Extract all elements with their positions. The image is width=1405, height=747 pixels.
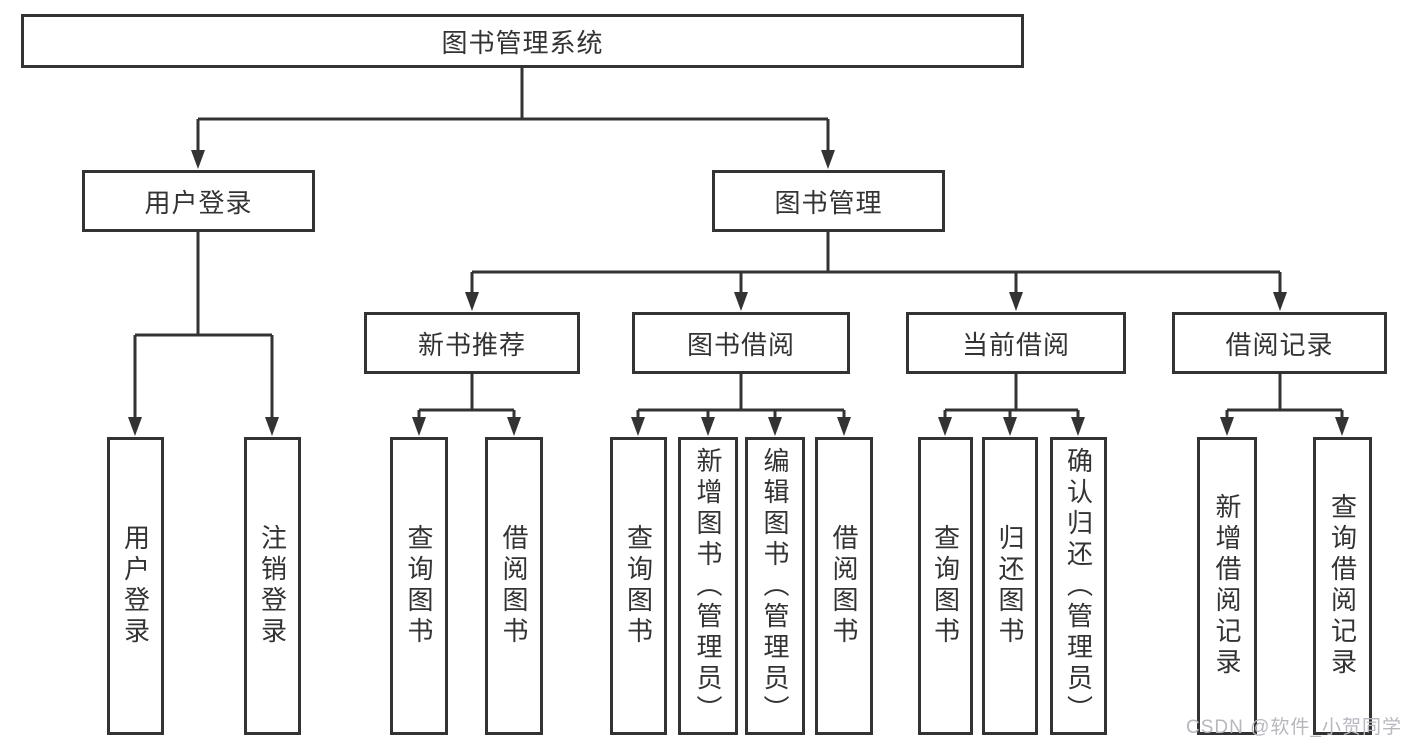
arrowhead-down-icon [631, 417, 645, 436]
leaf-recommend-borrow-books: 借阅图书 [485, 437, 543, 735]
leaf-return-books-label: 归还图书 [995, 524, 1025, 648]
leaf-return-books: 归还图书 [982, 437, 1038, 735]
leaf-recommend-query-books: 查询图书 [390, 437, 448, 735]
leaf-borrow-query-books: 查询图书 [610, 437, 667, 735]
arrowhead-down-icon [1003, 417, 1017, 436]
connector-user-login-to-leaves [128, 232, 279, 436]
csdn-watermark: CSDN @软件_小贺同学 [1186, 717, 1402, 738]
connector-line [636, 374, 846, 417]
connector-current-borrow-to-leaves [938, 374, 1085, 436]
node-new-book-recommend: 新书推荐 [364, 312, 580, 374]
leaf-borrow-query-books-label: 查询图书 [623, 524, 654, 648]
leaf-edit-books-admin-label: 编辑图书（管理员） [760, 446, 790, 726]
node-book-management-label: 图书管理 [774, 187, 883, 218]
leaf-confirm-return-admin-label: 确认归还（管理员） [1063, 446, 1094, 726]
node-current-borrow: 当前借阅 [906, 312, 1126, 374]
leaf-add-borrow-record-label: 新增借阅记录 [1212, 493, 1242, 679]
arrowhead-down-icon [128, 417, 142, 436]
arrowhead-down-icon [1273, 292, 1287, 311]
leaf-recommend-borrow-books-label: 借阅图书 [499, 524, 529, 648]
node-root: 图书管理系统 [21, 14, 1024, 68]
arrowhead-down-icon [938, 417, 952, 436]
arrowhead-down-icon [701, 417, 715, 436]
leaf-user-login-label: 用户登录 [120, 524, 151, 648]
arrowhead-down-icon [734, 292, 748, 311]
arrowhead-down-icon [821, 150, 835, 169]
connector-root-to-level2 [191, 68, 835, 169]
leaf-borrow-books-label: 借阅图书 [829, 524, 859, 648]
leaf-add-books-admin-label: 新增图书（管理员） [693, 446, 723, 726]
node-user-login: 用户登录 [82, 170, 315, 232]
connector-line [417, 374, 516, 417]
arrowhead-down-icon [1335, 417, 1349, 436]
leaf-confirm-return-admin: 确认归还（管理员） [1050, 437, 1107, 735]
node-borrow-records-label: 借阅记录 [1225, 329, 1334, 360]
arrowhead-down-icon [265, 417, 279, 436]
arrowhead-down-icon [1009, 292, 1023, 311]
leaf-query-borrow-record-label: 查询借阅记录 [1327, 493, 1358, 679]
connector-line [196, 68, 830, 150]
connector-line [943, 374, 1080, 417]
arrowhead-down-icon [1220, 417, 1234, 436]
leaf-borrow-books: 借阅图书 [815, 437, 873, 735]
leaf-current-query-books-label: 查询图书 [930, 524, 961, 648]
connector-line [1225, 374, 1344, 417]
node-root-label: 图书管理系统 [441, 27, 604, 58]
leaf-edit-books-admin: 编辑图书（管理员） [745, 437, 805, 735]
arrowhead-down-icon [191, 150, 205, 169]
node-user-login-label: 用户登录 [144, 187, 253, 218]
connector-borrow-records-to-leaves [1220, 374, 1349, 436]
leaf-user-login: 用户登录 [107, 437, 164, 735]
leaf-add-borrow-record: 新增借阅记录 [1197, 437, 1257, 735]
leaf-logout: 注销登录 [244, 437, 301, 735]
arrowhead-down-icon [1071, 417, 1085, 436]
node-book-borrow-label: 图书借阅 [686, 329, 795, 360]
node-current-borrow-label: 当前借阅 [961, 329, 1070, 360]
leaf-recommend-query-books-label: 查询图书 [404, 524, 434, 648]
leaf-query-borrow-record: 查询借阅记录 [1313, 437, 1372, 735]
arrowhead-down-icon [412, 417, 426, 436]
node-new-book-recommend-label: 新书推荐 [417, 329, 526, 360]
leaf-logout-label: 注销登录 [257, 524, 288, 648]
connector-new-book-recommend-to-leaves [412, 374, 521, 436]
arrowhead-down-icon [837, 417, 851, 436]
leaf-add-books-admin: 新增图书（管理员） [678, 437, 738, 735]
leaf-current-query-books: 查询图书 [918, 437, 973, 735]
arrowhead-down-icon [465, 292, 479, 311]
node-borrow-records: 借阅记录 [1172, 312, 1387, 374]
connector-book-management-to-level3 [465, 232, 1287, 311]
connector-line [133, 232, 274, 417]
arrowhead-down-icon [768, 417, 782, 436]
node-book-borrow: 图书借阅 [632, 312, 850, 374]
connector-line [470, 232, 1282, 292]
connector-book-borrow-to-leaves [631, 374, 851, 436]
node-book-management: 图书管理 [712, 170, 945, 232]
arrowhead-down-icon [507, 417, 521, 436]
